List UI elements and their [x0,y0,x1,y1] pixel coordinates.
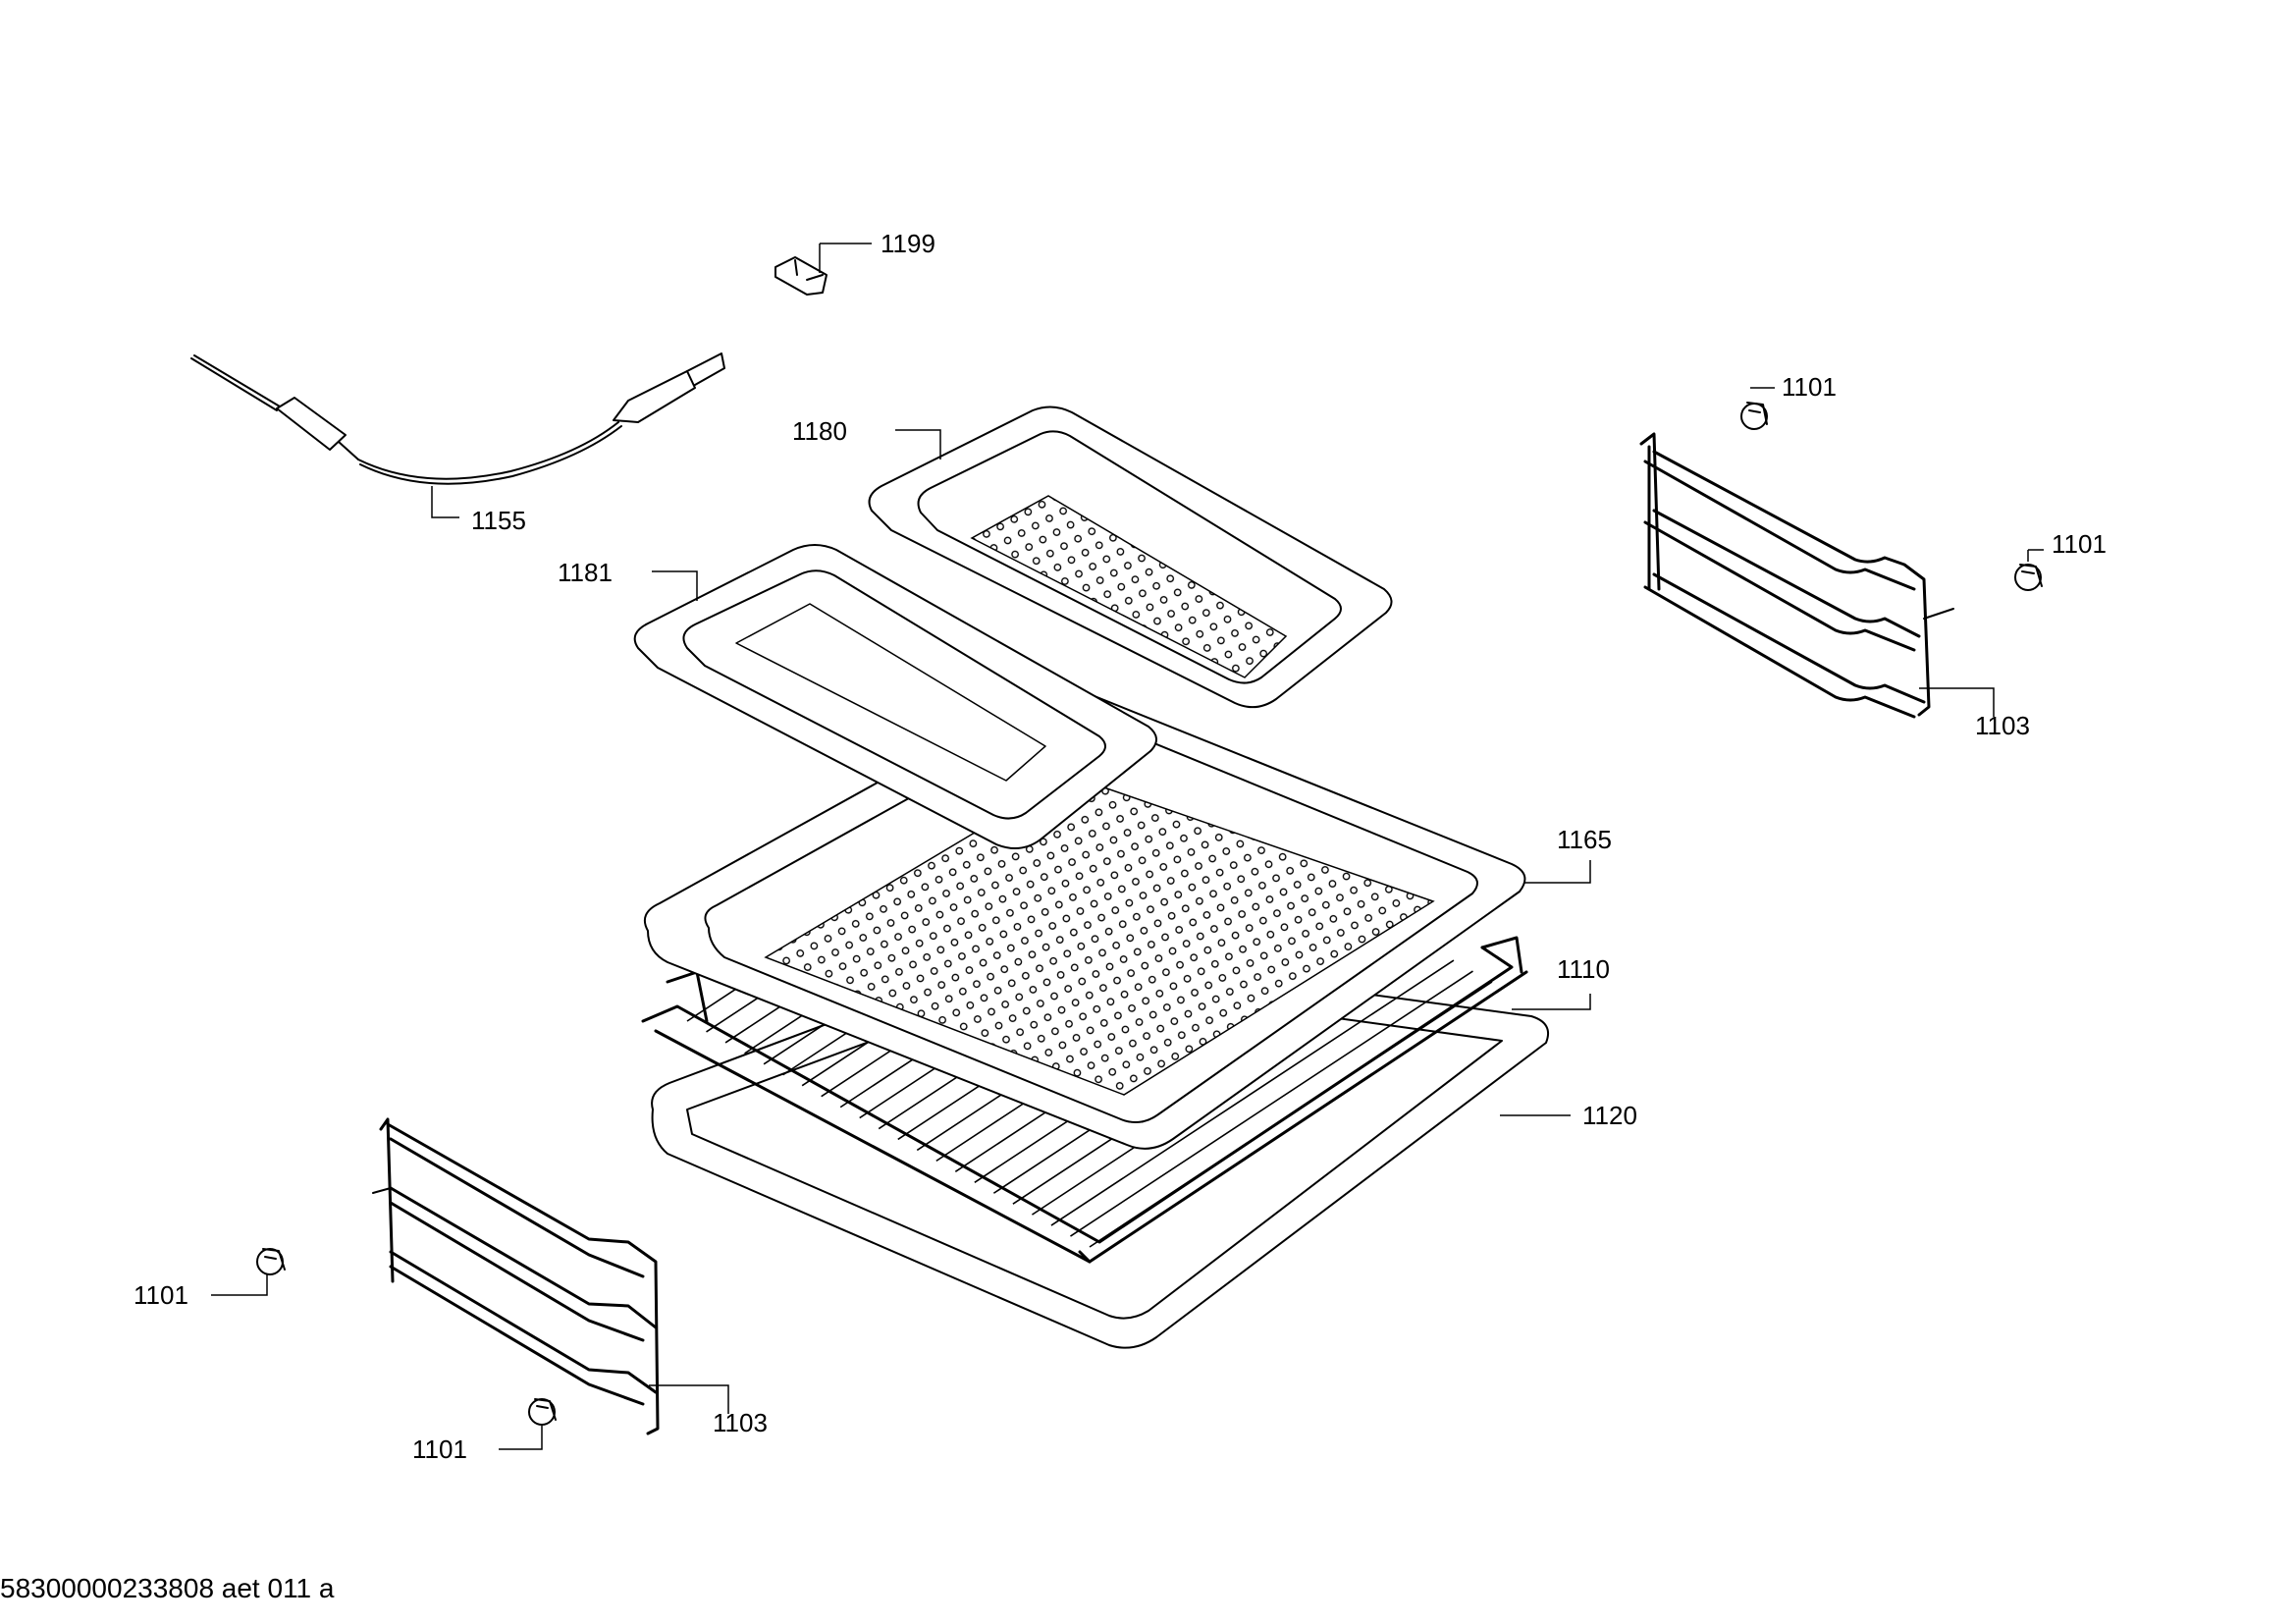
perforated-tray-1165 [644,685,1526,1150]
solid-gastronorm-pan-1181 [633,544,1157,849]
document-id: 58300000233808 aet 011 a [0,1573,335,1603]
leader-lines [211,243,2044,1450]
rail-clip-1101-d [528,1398,557,1426]
side-rail-1103-right [1639,432,1954,719]
label-1101-c: 1101 [133,1280,188,1310]
label-1110: 1110 [1557,954,1610,984]
label-1165: 1165 [1557,825,1612,854]
label-1101-b: 1101 [2052,529,2107,559]
shelf-wire [1070,970,1473,1237]
label-1199: 1199 [881,229,935,258]
label-1103-right: 1103 [1975,711,2030,740]
clip-1199 [774,256,828,296]
label-1103-left: 1103 [713,1408,768,1437]
temperature-probe-1155 [190,352,725,485]
part-labels: 1199 1155 1180 1181 1101 1101 1103 1165 … [133,229,2107,1464]
perforated-gastronorm-pan-1180 [868,406,1393,709]
label-1181: 1181 [558,558,613,587]
label-1180: 1180 [792,416,847,446]
label-1101-a: 1101 [1782,372,1837,402]
rail-clip-1101-a [1740,402,1768,430]
label-1101-d: 1101 [412,1435,467,1464]
label-1155: 1155 [471,506,526,535]
shelf-wire [1089,981,1493,1248]
shelf-wire [1050,959,1455,1226]
rail-clip-1101-b [2014,564,2043,591]
side-rail-1103-left [372,1117,660,1435]
rail-clip-1101-c [256,1248,286,1275]
label-1120: 1120 [1582,1101,1637,1130]
